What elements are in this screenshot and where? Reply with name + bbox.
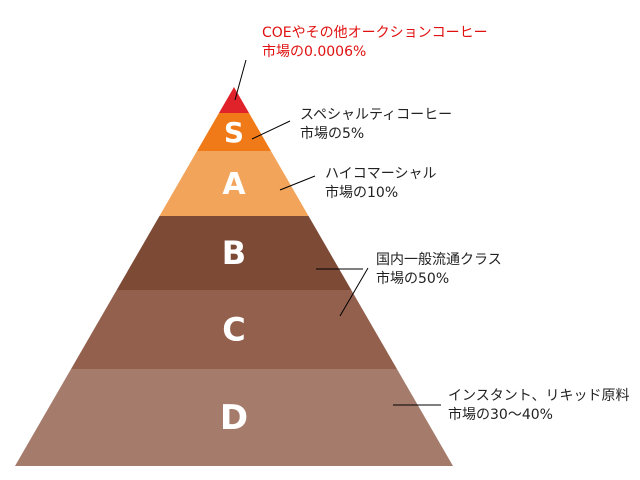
leader-coe	[234, 59, 247, 101]
tier-letter-c: C	[222, 311, 245, 349]
label-domestic-title: 国内一般流通クラス	[376, 252, 502, 268]
tier-letter-s: S	[224, 116, 244, 149]
label-high-commercial-title: ハイコマーシャル	[325, 166, 437, 182]
label-domestic: 国内一般流通クラス 市場の50%	[376, 251, 502, 289]
tier-coe	[218, 87, 250, 113]
tier-specialty	[197, 113, 271, 151]
label-coe-title: COEやその他オークションコーヒー	[262, 25, 488, 41]
leader-specialty	[251, 120, 291, 140]
label-high-commercial-share: 市場の10%	[325, 185, 399, 201]
label-specialty: スペシャルティコーヒー 市場の5%	[300, 106, 452, 144]
label-specialty-share: 市場の5%	[300, 126, 365, 142]
tier-domestic	[116, 216, 352, 290]
tier-instant	[15, 369, 453, 466]
label-instant-title: インスタント、リキッド原料	[448, 388, 630, 404]
tier-high-commercial	[159, 151, 309, 216]
label-specialty-title: スペシャルティコーヒー	[300, 107, 453, 123]
label-instant-share: 市場の30～40%	[448, 407, 553, 423]
label-coe: COEやその他オークションコーヒー 市場の0.0006%	[262, 24, 488, 62]
tier-letter-b: B	[222, 234, 246, 272]
leader-domestic	[316, 267, 369, 317]
label-domestic-share: 市場の50%	[376, 271, 450, 287]
label-coe-share: 市場の0.0006%	[262, 44, 367, 60]
tier-letter-a: A	[222, 167, 246, 202]
tier-letter-d: D	[220, 398, 248, 438]
tier-standard	[71, 290, 397, 369]
label-high-commercial: ハイコマーシャル 市場の10%	[325, 165, 436, 203]
label-instant: インスタント、リキッド原料 市場の30～40%	[448, 387, 629, 425]
leader-high-commercial	[279, 175, 316, 191]
